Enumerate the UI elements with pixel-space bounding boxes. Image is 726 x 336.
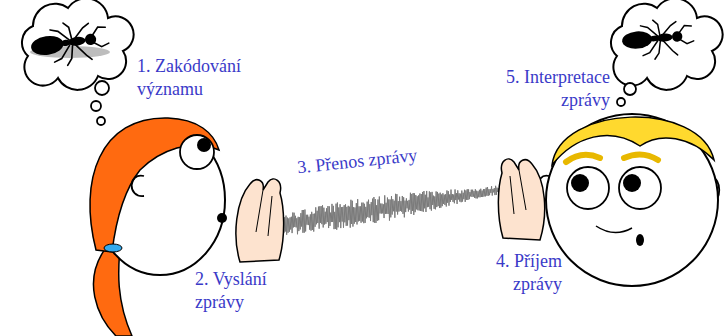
step-label: 5. Interpretace zprávy xyxy=(478,66,610,112)
step-label: 4. Příjem zprávy xyxy=(462,250,562,296)
step-label: 3. Přenos zprávy xyxy=(296,140,458,180)
thought-bubble xyxy=(22,0,134,125)
girl-figure xyxy=(90,118,284,336)
step-label: 2. Vyslání zprávy xyxy=(195,268,295,314)
thought-bubble xyxy=(611,0,723,106)
step-label: 1. Zakódování významu xyxy=(137,55,257,101)
